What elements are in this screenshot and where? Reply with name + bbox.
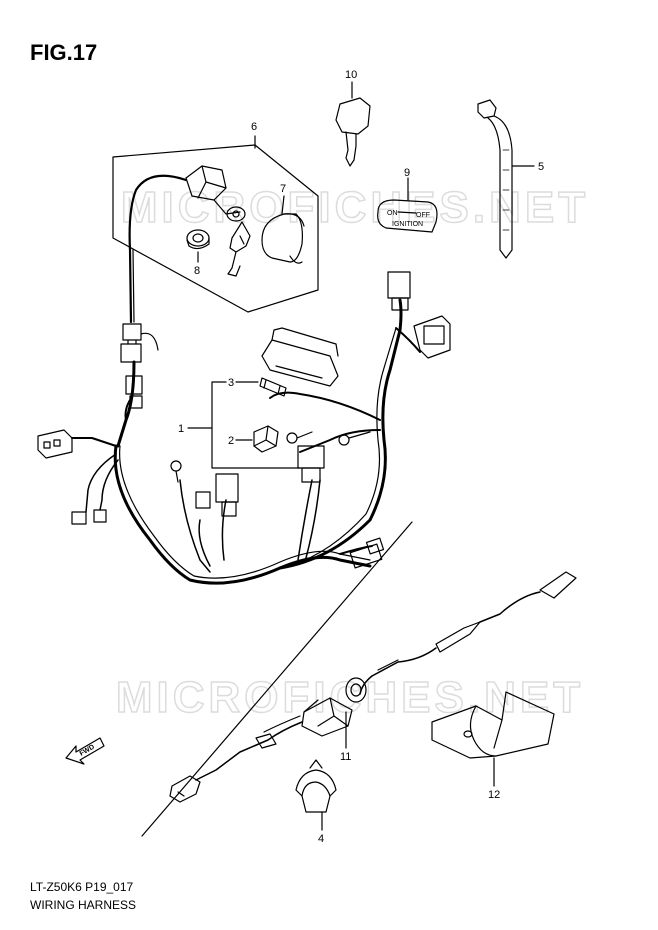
callout-5: 5: [538, 161, 544, 173]
switch-wire: [128, 174, 188, 324]
watermark-group: MICROFICHES.NET MICROFICHES.NET: [115, 182, 589, 723]
ignition-switch: [185, 165, 251, 277]
figure-name: WIRING HARNESS: [30, 898, 137, 912]
part-8-nut: [186, 229, 210, 250]
harness-connector-left: [37, 429, 73, 459]
callout-3: 3: [228, 377, 234, 389]
harness-connector-center-right: [297, 445, 325, 483]
fwd-arrow: [65, 737, 105, 765]
figure-title: FIG.17: [30, 40, 98, 65]
part-2-cap: [253, 425, 279, 453]
lower-harness: [169, 571, 577, 803]
callout-10: 10: [345, 69, 357, 81]
ring-terminals-right: [286, 431, 371, 446]
callout-9: 9: [404, 167, 410, 179]
callout-8: 8: [194, 265, 200, 277]
part-1-bracket: [211, 381, 301, 469]
callout-12: 12: [488, 789, 500, 801]
harness-connector-bottom-right: [349, 537, 385, 569]
decal-on-text: ON: [387, 210, 398, 217]
relay-holder: [261, 327, 339, 387]
part-7-cover: [261, 213, 305, 264]
harness-connector-left-upper: [125, 375, 143, 409]
main-harness: [71, 298, 421, 585]
section-divider-line: [141, 521, 413, 837]
harness-connector-top-right: [387, 271, 451, 359]
figure-code: LT-Z50K6 P19_017: [30, 880, 134, 894]
harness-terminals-left: [71, 509, 107, 525]
callout-4: 4: [318, 833, 324, 845]
decal-ignition-text: IGNITION: [392, 221, 423, 228]
switch-connector: [120, 323, 159, 363]
part-5-cable-tie: [477, 99, 513, 259]
callout-2: 2: [228, 435, 234, 447]
decal-off-text: OFF: [416, 212, 430, 219]
callout-6: 6: [251, 121, 257, 133]
part-12-cover: [431, 691, 555, 759]
callout-1: 1: [178, 423, 184, 435]
ring-terminal-left: [170, 460, 182, 483]
watermark-text: MICROFICHES.NET: [121, 183, 589, 232]
callout-11: 11: [340, 751, 351, 763]
leader-7: [281, 195, 285, 215]
part-10-key: [335, 97, 371, 167]
part-3-fuse: [259, 377, 287, 397]
part-9-decal: [377, 199, 438, 233]
part-4-clamp: [295, 759, 337, 813]
harness-connector-center: [195, 473, 239, 517]
callout-7: 7: [280, 183, 286, 195]
